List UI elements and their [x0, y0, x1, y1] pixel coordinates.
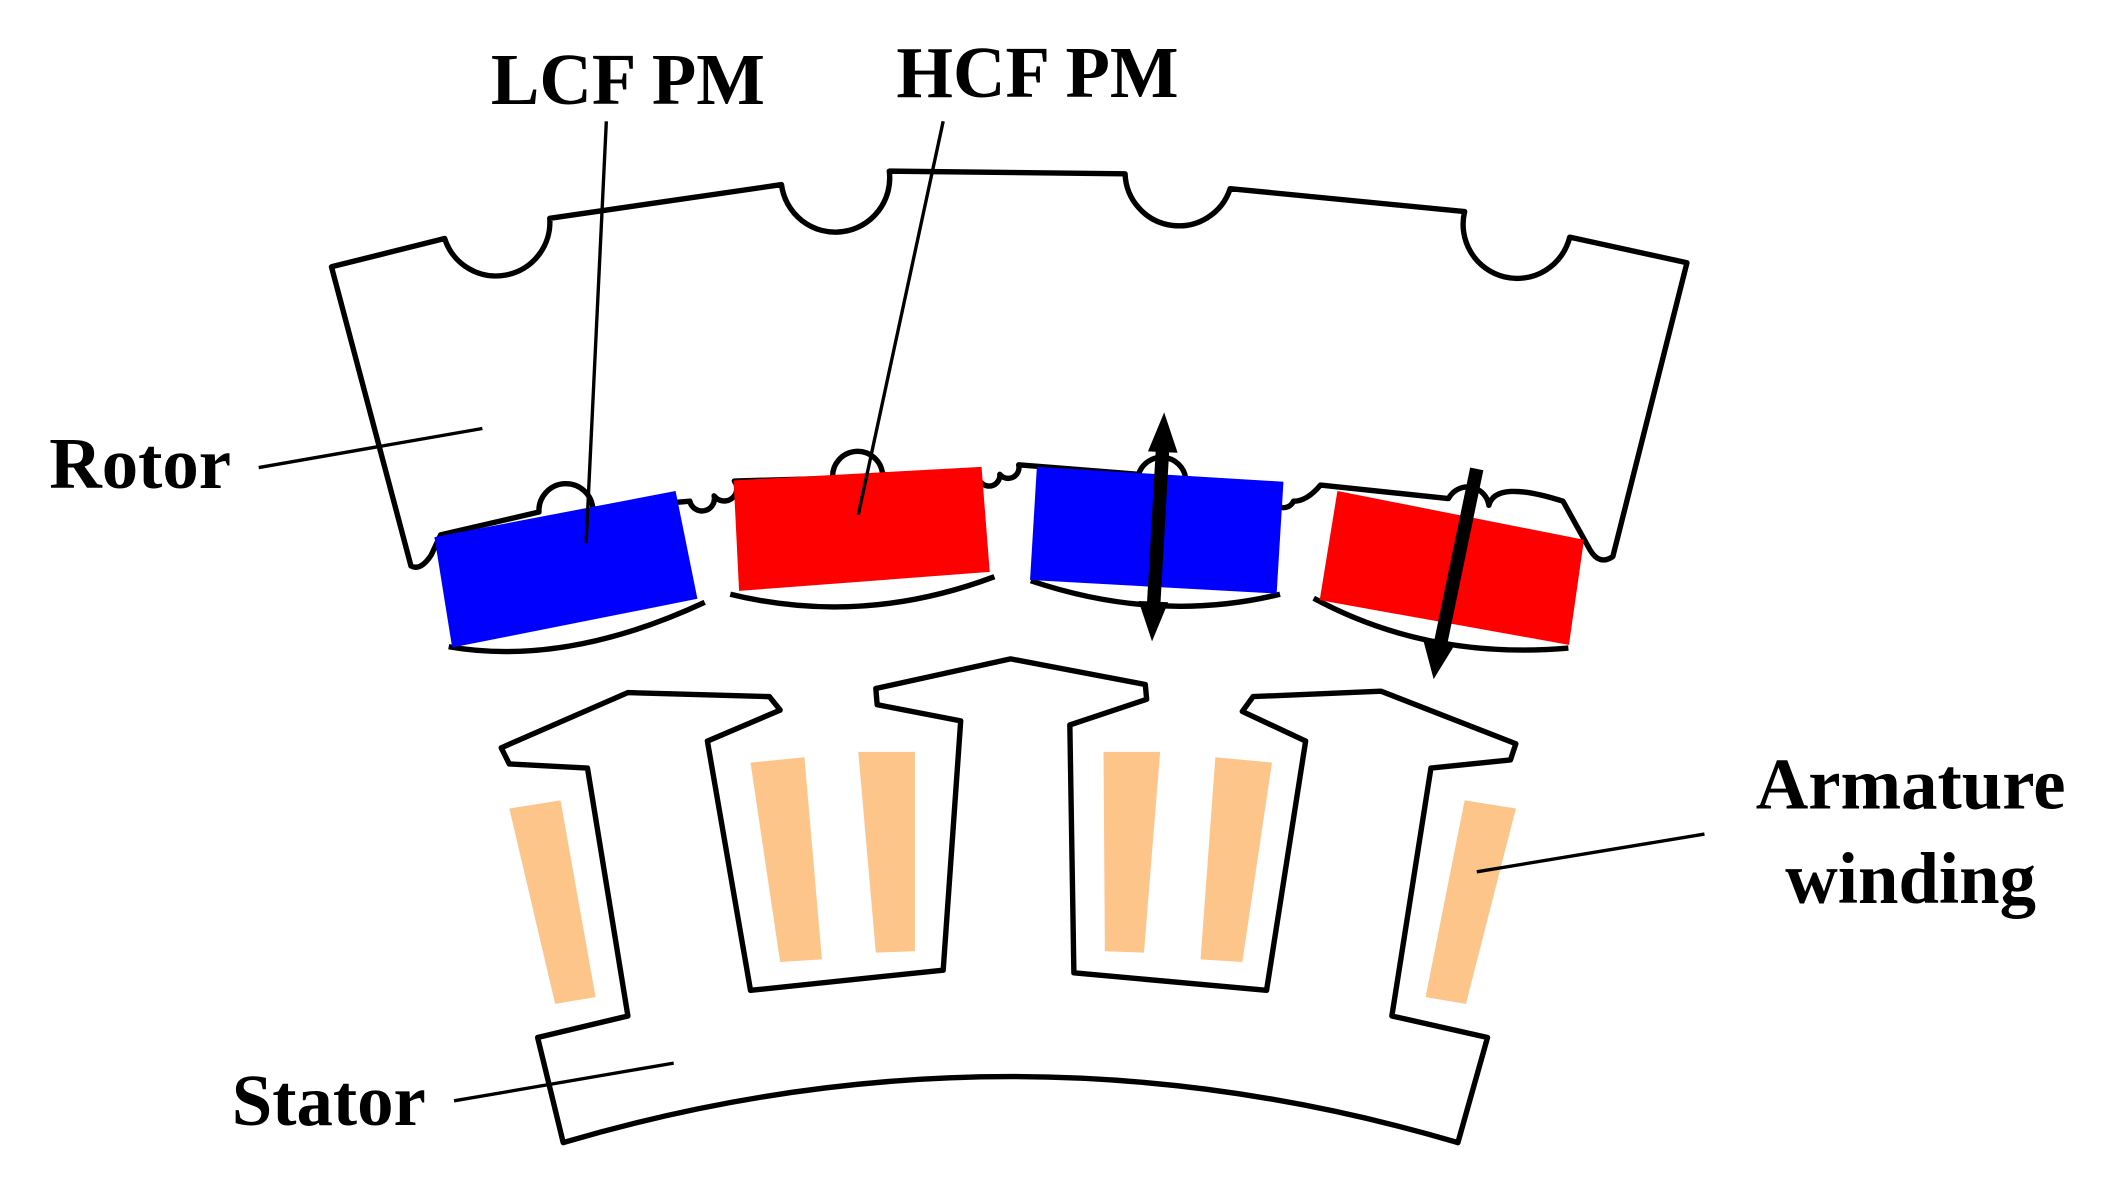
hcf-magnet-1	[733, 466, 990, 591]
winding-coil-5	[1200, 757, 1272, 963]
winding-coil-3	[858, 751, 915, 953]
label-hcf-pm: HCF PM	[896, 32, 1178, 113]
label-armature-line1: Armature	[1756, 743, 2066, 824]
rotor-core	[328, 168, 1690, 570]
leader-line-stator	[453, 1061, 674, 1103]
stator-core	[498, 656, 1519, 1146]
leader-line-rotor	[258, 426, 483, 470]
winding-coil-4	[1103, 751, 1161, 953]
winding-coil-6	[1425, 800, 1516, 1004]
label-lcf-pm: LCF PM	[491, 39, 765, 120]
magnetization-arrow-single	[1422, 467, 1484, 680]
lcf-magnet-1	[434, 491, 698, 648]
leader-line-armature	[1476, 832, 1705, 874]
winding-coil-1	[509, 800, 596, 1004]
label-stator: Stator	[232, 1060, 426, 1141]
rotor-pole-arc-2	[729, 574, 996, 610]
leader-line-hcf-pm	[856, 120, 945, 516]
magnetization-arrow-double	[1138, 412, 1178, 642]
leader-line-lcf-pm	[584, 121, 609, 544]
label-armature-line2: winding	[1785, 838, 2036, 919]
winding-coil-2	[750, 757, 822, 963]
label-rotor: Rotor	[49, 423, 231, 504]
rotor-pole-arc-1	[448, 599, 706, 655]
